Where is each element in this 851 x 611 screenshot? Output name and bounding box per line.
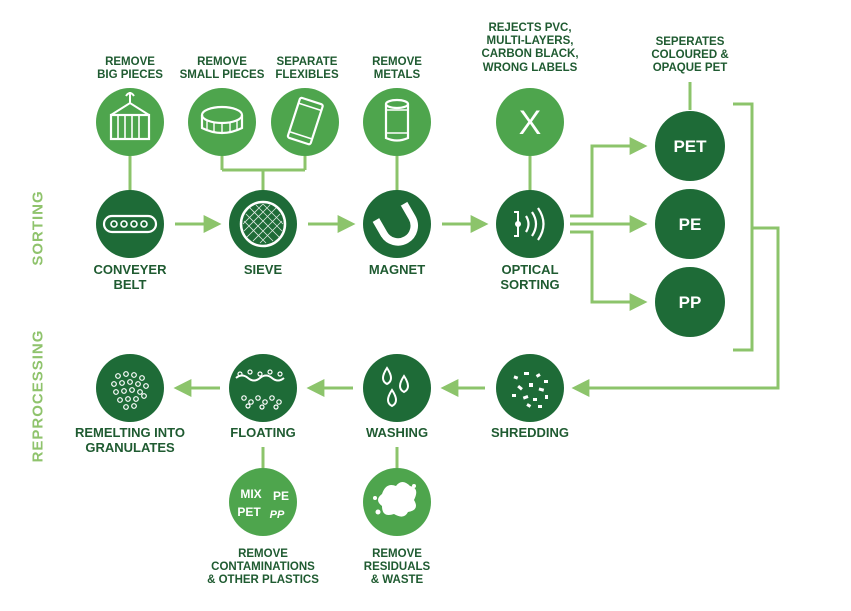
svg-text:MIX: MIX [240,487,261,501]
conveyor-belt-icon [96,190,164,258]
svg-text:PET: PET [673,137,707,156]
water-drops-icon [363,354,431,422]
floating-label: FLOATING [230,425,296,440]
metal-can-icon [363,88,431,156]
svg-text:PE: PE [679,215,702,234]
magnet-label: MAGNET [368,262,426,277]
bottle-cap-icon [188,88,256,156]
waste-splash-icon [363,468,431,536]
section-reprocessing-label: REPROCESSING [29,329,47,463]
shredding-label: SHREDDING [490,425,570,440]
material-pe: PE [655,189,725,259]
mixed-plastics-icon: MIX PE PET PP [229,468,297,536]
sieve-label: SIEVE [243,262,283,277]
svg-text:PP: PP [679,293,702,312]
plastic-bag-icon [271,88,339,156]
container-crane-icon [96,88,164,156]
floating-particles-icon [229,354,297,422]
svg-text:PP: PP [270,509,285,521]
shredded-flakes-icon [496,354,564,422]
sieve-icon [229,190,297,258]
connectors [128,82,780,468]
optical-sensor-icon [496,190,564,258]
svg-text:X: X [519,104,542,142]
rejects-label: REJECTS PVC,MULTI-LAYERS,CARBON BLACK,WR… [481,22,579,74]
section-sorting-label: SORTING [29,190,47,266]
granulates-icon [96,354,164,422]
washing-label: WASHING [365,425,429,440]
reject-x-icon: X [496,88,564,156]
svg-text:PE: PE [273,489,289,503]
svg-text:PET: PET [237,505,261,519]
material-pet: PET [655,111,725,181]
material-pp: PP [655,267,725,337]
magnet-icon [363,190,431,258]
